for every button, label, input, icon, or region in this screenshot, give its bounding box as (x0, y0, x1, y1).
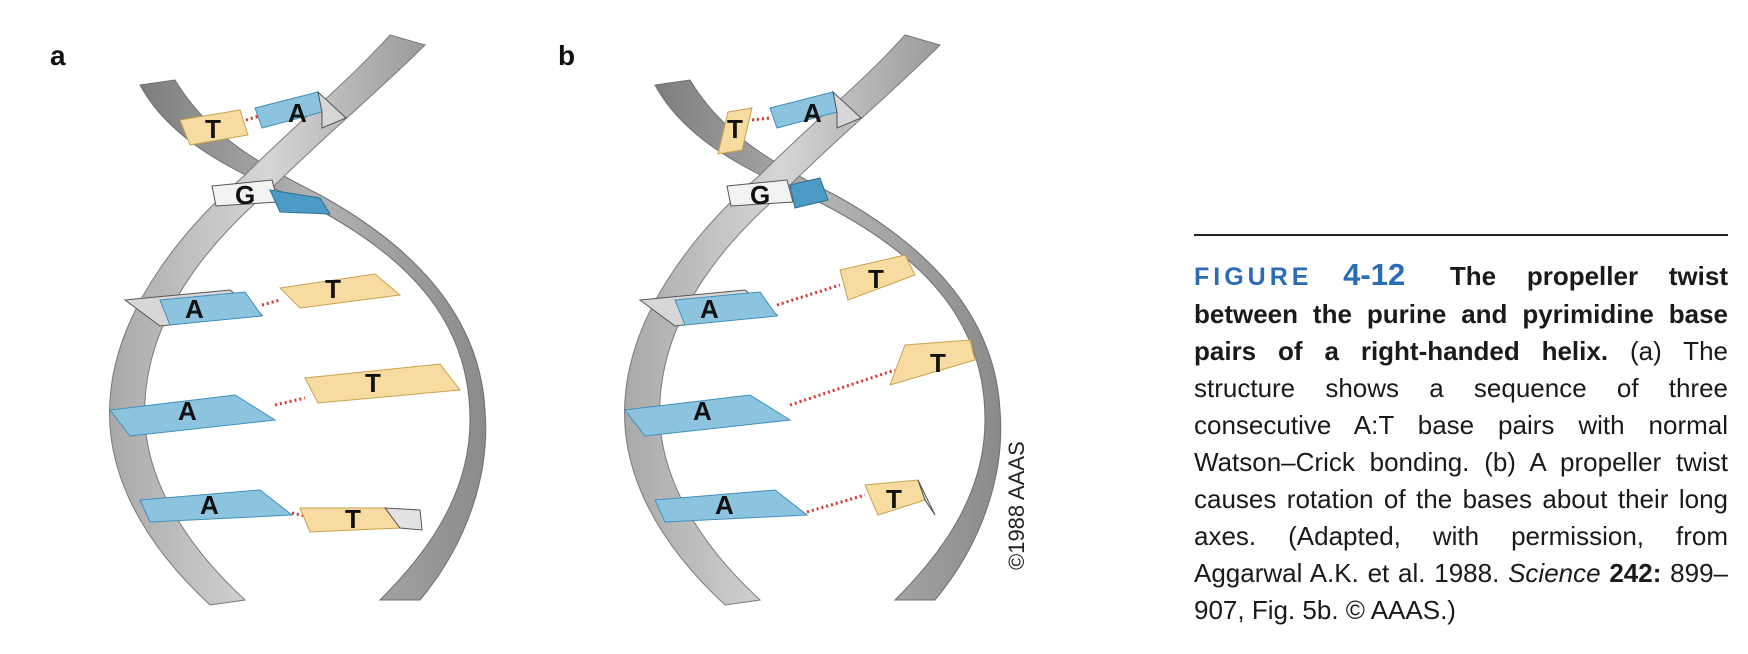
helix-a: T A G A T A (109, 34, 487, 606)
base-letter: T (930, 348, 946, 378)
base-letter: T (325, 274, 341, 304)
base-letter: T (345, 504, 361, 534)
figure-caption: FIGURE 4-12 The propeller twist between … (1194, 234, 1728, 629)
panel-label-a: a (50, 40, 66, 71)
base-pair-4: A T (624, 339, 976, 437)
base-letter: T (868, 264, 884, 294)
base-letter: T (205, 114, 221, 144)
base-letter: A (700, 294, 719, 324)
caption-volume: 242: (1609, 558, 1662, 588)
dna-helix-diagram: T A G A T A (109, 34, 1002, 606)
caption-body: (a) The structure shows a sequence of th… (1194, 336, 1728, 588)
base-letter: A (803, 98, 822, 128)
base-letter: A (288, 98, 307, 128)
caption-journal: Science (1508, 558, 1601, 588)
backbone-strand-back (654, 79, 1002, 601)
base-pair-2: G (726, 177, 829, 210)
base-letter: T (365, 368, 381, 398)
base-letter: A (715, 490, 734, 520)
copyright-vertical: ©1988 AAAS (1004, 441, 1029, 570)
base-pair-2: G (211, 179, 331, 215)
figure-title: The propeller twist between the purine a… (1194, 261, 1728, 366)
panel-label-b: b (558, 40, 576, 71)
base-pair-1: T A (717, 90, 862, 155)
base-letter: A (200, 490, 219, 520)
base-letter: A (185, 294, 204, 324)
base-pair-1: T A (179, 90, 347, 146)
base-letter: A (693, 396, 712, 426)
base-pair-5: A T (139, 489, 423, 534)
base-letter: T (727, 114, 743, 144)
base-pair-3: A T (123, 273, 402, 327)
base-pair-3: A T (638, 254, 916, 327)
caption-pages: 899–907, Fig. 5b. © AAAS.) (1194, 558, 1728, 625)
base-letter: G (750, 180, 770, 210)
base-letter: T (886, 484, 902, 514)
figure-word: FIGURE (1194, 263, 1313, 291)
helix-b: T A G A T A (624, 34, 1002, 606)
figure-number: 4-12 (1343, 257, 1406, 292)
base-letter: A (178, 396, 197, 426)
base-letter: G (235, 180, 255, 210)
base-pair-4: A T (109, 363, 461, 437)
base-pair-5: A T (654, 479, 936, 523)
